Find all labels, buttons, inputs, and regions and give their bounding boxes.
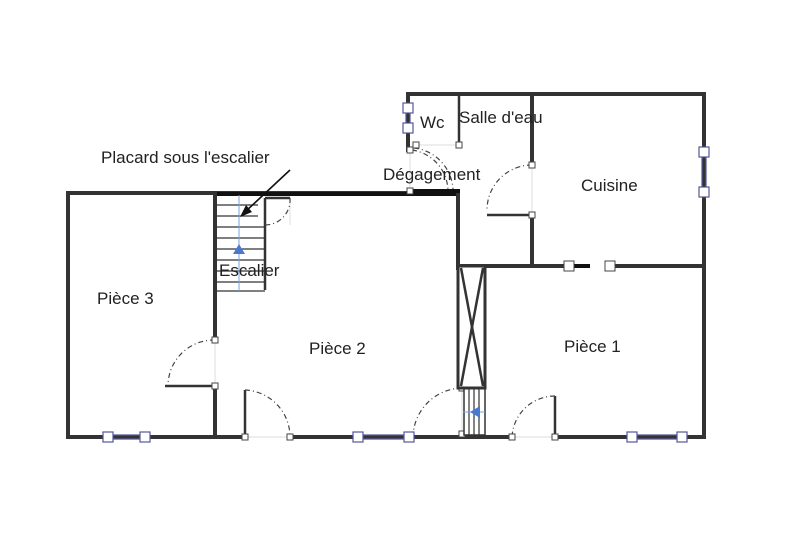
walls xyxy=(66,92,706,439)
staircase xyxy=(215,195,265,292)
room-label-piece-2: Pièce 2 xyxy=(309,339,366,358)
entry-arrow-icon xyxy=(470,406,480,418)
door-swings xyxy=(167,147,556,438)
entry-steps xyxy=(463,387,486,436)
room-label-cuisine: Cuisine xyxy=(581,176,638,195)
annotation-placard: Placard sous l'escalier xyxy=(101,148,270,167)
room-label-degagement: Dégagement xyxy=(383,165,481,184)
room-label-salle-d-eau: Salle d'eau xyxy=(459,108,543,127)
void-cross xyxy=(456,264,487,390)
door-openings xyxy=(214,144,555,438)
room-label-escalier: Escalier xyxy=(219,261,280,280)
placard-arrow xyxy=(240,169,291,217)
arrowhead-icon xyxy=(240,205,252,217)
room-label-piece-3: Pièce 3 xyxy=(97,289,154,308)
room-label-piece-1: Pièce 1 xyxy=(564,337,621,356)
stair-up-arrow-icon xyxy=(233,244,245,254)
room-label-wc: Wc xyxy=(420,113,445,132)
windows xyxy=(102,102,710,443)
